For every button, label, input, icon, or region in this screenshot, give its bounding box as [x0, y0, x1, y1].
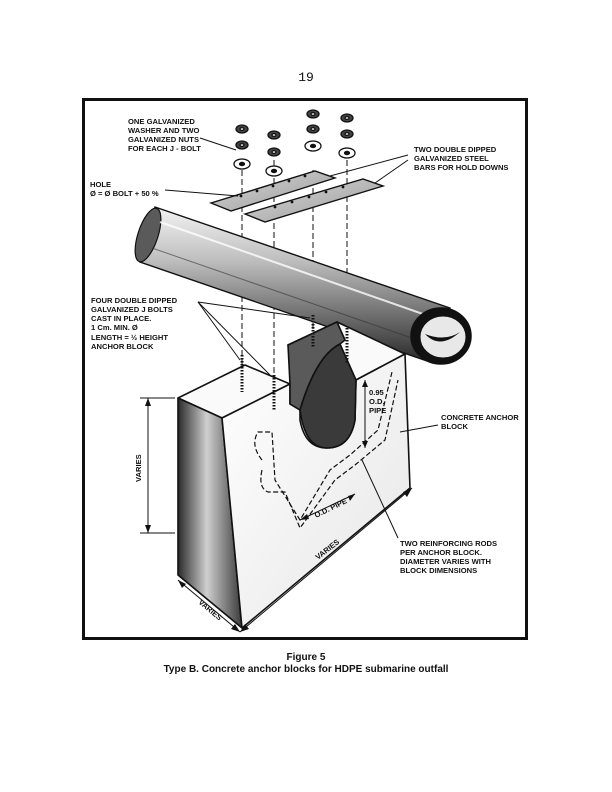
- label-washers-line-3: GALVANIZED NUTS: [128, 135, 199, 144]
- figure-frame: [82, 98, 528, 640]
- label-rods-line-2: PER ANCHOR BLOCK.: [400, 548, 482, 557]
- nut-stack-1: [233, 124, 251, 170]
- label-washers-line-1: ONE GALVANIZED: [128, 117, 195, 126]
- label-rods: TWO REINFORCING RODS PER ANCHOR BLOCK. D…: [400, 539, 497, 575]
- label-j-bolts: FOUR DOUBLE DIPPED GALVANIZED J BOLTS CA…: [91, 296, 178, 351]
- nut-stack-3: [304, 109, 322, 152]
- page-number: 19: [298, 70, 314, 85]
- figure-caption: Type B. Concrete anchor blocks for HDPE …: [163, 664, 449, 675]
- label-j-bolts-line-5: LENGTH = ½ HEIGHT: [91, 333, 168, 342]
- nut-stack-2: [265, 130, 283, 177]
- steel-hold-down-bars: [208, 170, 386, 223]
- hdpe-pipe: [134, 206, 472, 365]
- label-hole: HOLE Ø = Ø BOLT + 50 %: [90, 180, 159, 198]
- label-steel-bars-line-2: GALVANIZED STEEL: [414, 154, 489, 163]
- label-rods-line-1: TWO REINFORCING RODS: [400, 539, 497, 548]
- label-pipe-ratio: 0.95 O.D. PIPE: [369, 388, 386, 415]
- nut-stack-4: [338, 113, 356, 159]
- label-hole-line-1: HOLE: [90, 180, 111, 189]
- label-anchor-block-line-1: CONCRETE ANCHOR: [441, 413, 519, 422]
- dimension-lines: [140, 380, 413, 633]
- j-bolts: [240, 315, 349, 410]
- washer-nut-stacks: [233, 109, 356, 177]
- concrete-anchor-block: [177, 315, 411, 629]
- figure-number: Figure 5: [286, 652, 326, 663]
- label-j-bolts-line-4: 1 Cm. MIN. Ø: [91, 323, 138, 332]
- steel-bar-upper: [208, 170, 338, 212]
- bar-holes: [239, 174, 345, 209]
- label-pipe-ratio-line-2: O.D.: [369, 397, 385, 406]
- label-hole-line-2: Ø = Ø BOLT + 50 %: [90, 189, 159, 198]
- label-j-bolts-line-3: CAST IN PLACE.: [91, 314, 151, 323]
- label-anchor-block-line-2: BLOCK: [441, 422, 469, 431]
- label-rods-line-3: DIAMETER VARIES WITH: [400, 557, 491, 566]
- label-anchor-block: CONCRETE ANCHOR BLOCK: [441, 413, 519, 431]
- label-j-bolts-line-1: FOUR DOUBLE DIPPED: [91, 296, 178, 305]
- label-j-bolts-line-6: ANCHOR BLOCK: [91, 342, 154, 351]
- label-pipe-ratio-line-3: PIPE: [369, 406, 386, 415]
- label-steel-bars-line-3: BARS FOR HOLD DOWNS: [414, 163, 509, 172]
- label-rods-line-4: BLOCK DIMENSIONS: [400, 566, 477, 575]
- label-steel-bars-line-1: TWO DOUBLE DIPPED: [414, 145, 497, 154]
- label-j-bolts-line-2: GALVANIZED J BOLTS: [91, 305, 173, 314]
- label-varies-height: VARIES: [134, 454, 143, 482]
- label-washers-line-4: FOR EACH J - BOLT: [128, 144, 201, 153]
- steel-bar-lower: [242, 178, 386, 223]
- leader-lines: [164, 137, 439, 539]
- label-washers: ONE GALVANIZED WASHER AND TWO GALVANIZED…: [128, 117, 201, 153]
- label-steel-bars: TWO DOUBLE DIPPED GALVANIZED STEEL BARS …: [414, 145, 509, 172]
- reinforcing-rods: [254, 371, 399, 529]
- label-pipe-ratio-line-1: 0.95: [369, 388, 385, 397]
- label-washers-line-2: WASHER AND TWO: [128, 126, 200, 135]
